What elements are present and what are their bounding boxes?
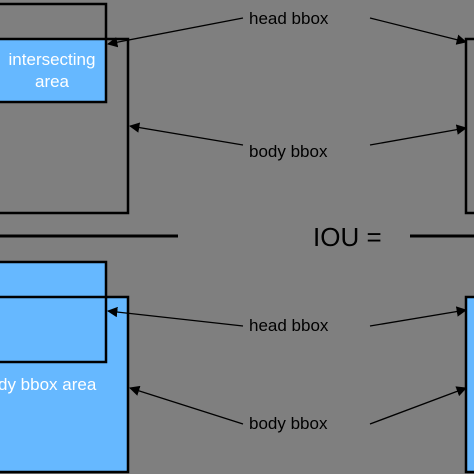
intersecting-area-label-line1: intersecting [8,50,96,69]
top-head-bbox [0,2,108,104]
bottom-head-arrow-left [106,306,244,327]
union-area-label: dy bbox area [0,375,97,394]
top-head-arrow-left [106,17,244,48]
top-intersection-figure [0,2,474,215]
bottom-right-partial-fill [466,297,474,472]
top-body-arrow-left [128,122,244,146]
intersecting-area-label: intersecting area [0,51,104,90]
bottom-body-bbox-label: body bbox [249,414,328,433]
bottom-body-arrow-left [129,385,244,425]
bottom-head-bbox-label: head bbox [249,316,329,335]
top-body-bbox-label: body bbox [249,142,328,161]
top-head-arrow-right [369,17,468,45]
intersecting-area-label-line2: area [34,72,70,91]
iou-formula-label: IOU = [313,222,382,252]
top-right-partial-bbox [464,37,474,215]
bottom-head-arrow-right [369,306,468,327]
top-body-arrow-right [369,124,468,146]
top-body-bbox [0,37,130,215]
union-area-head-part [0,262,106,298]
bottom-head-bbox [0,260,108,364]
bottom-right-partial-bbox [464,295,474,474]
bottom-body-bbox [0,295,130,474]
bottom-body-arrow-right [369,386,467,425]
bottom-union-figure [0,260,474,474]
top-head-bbox-label: head bbox [249,9,329,28]
